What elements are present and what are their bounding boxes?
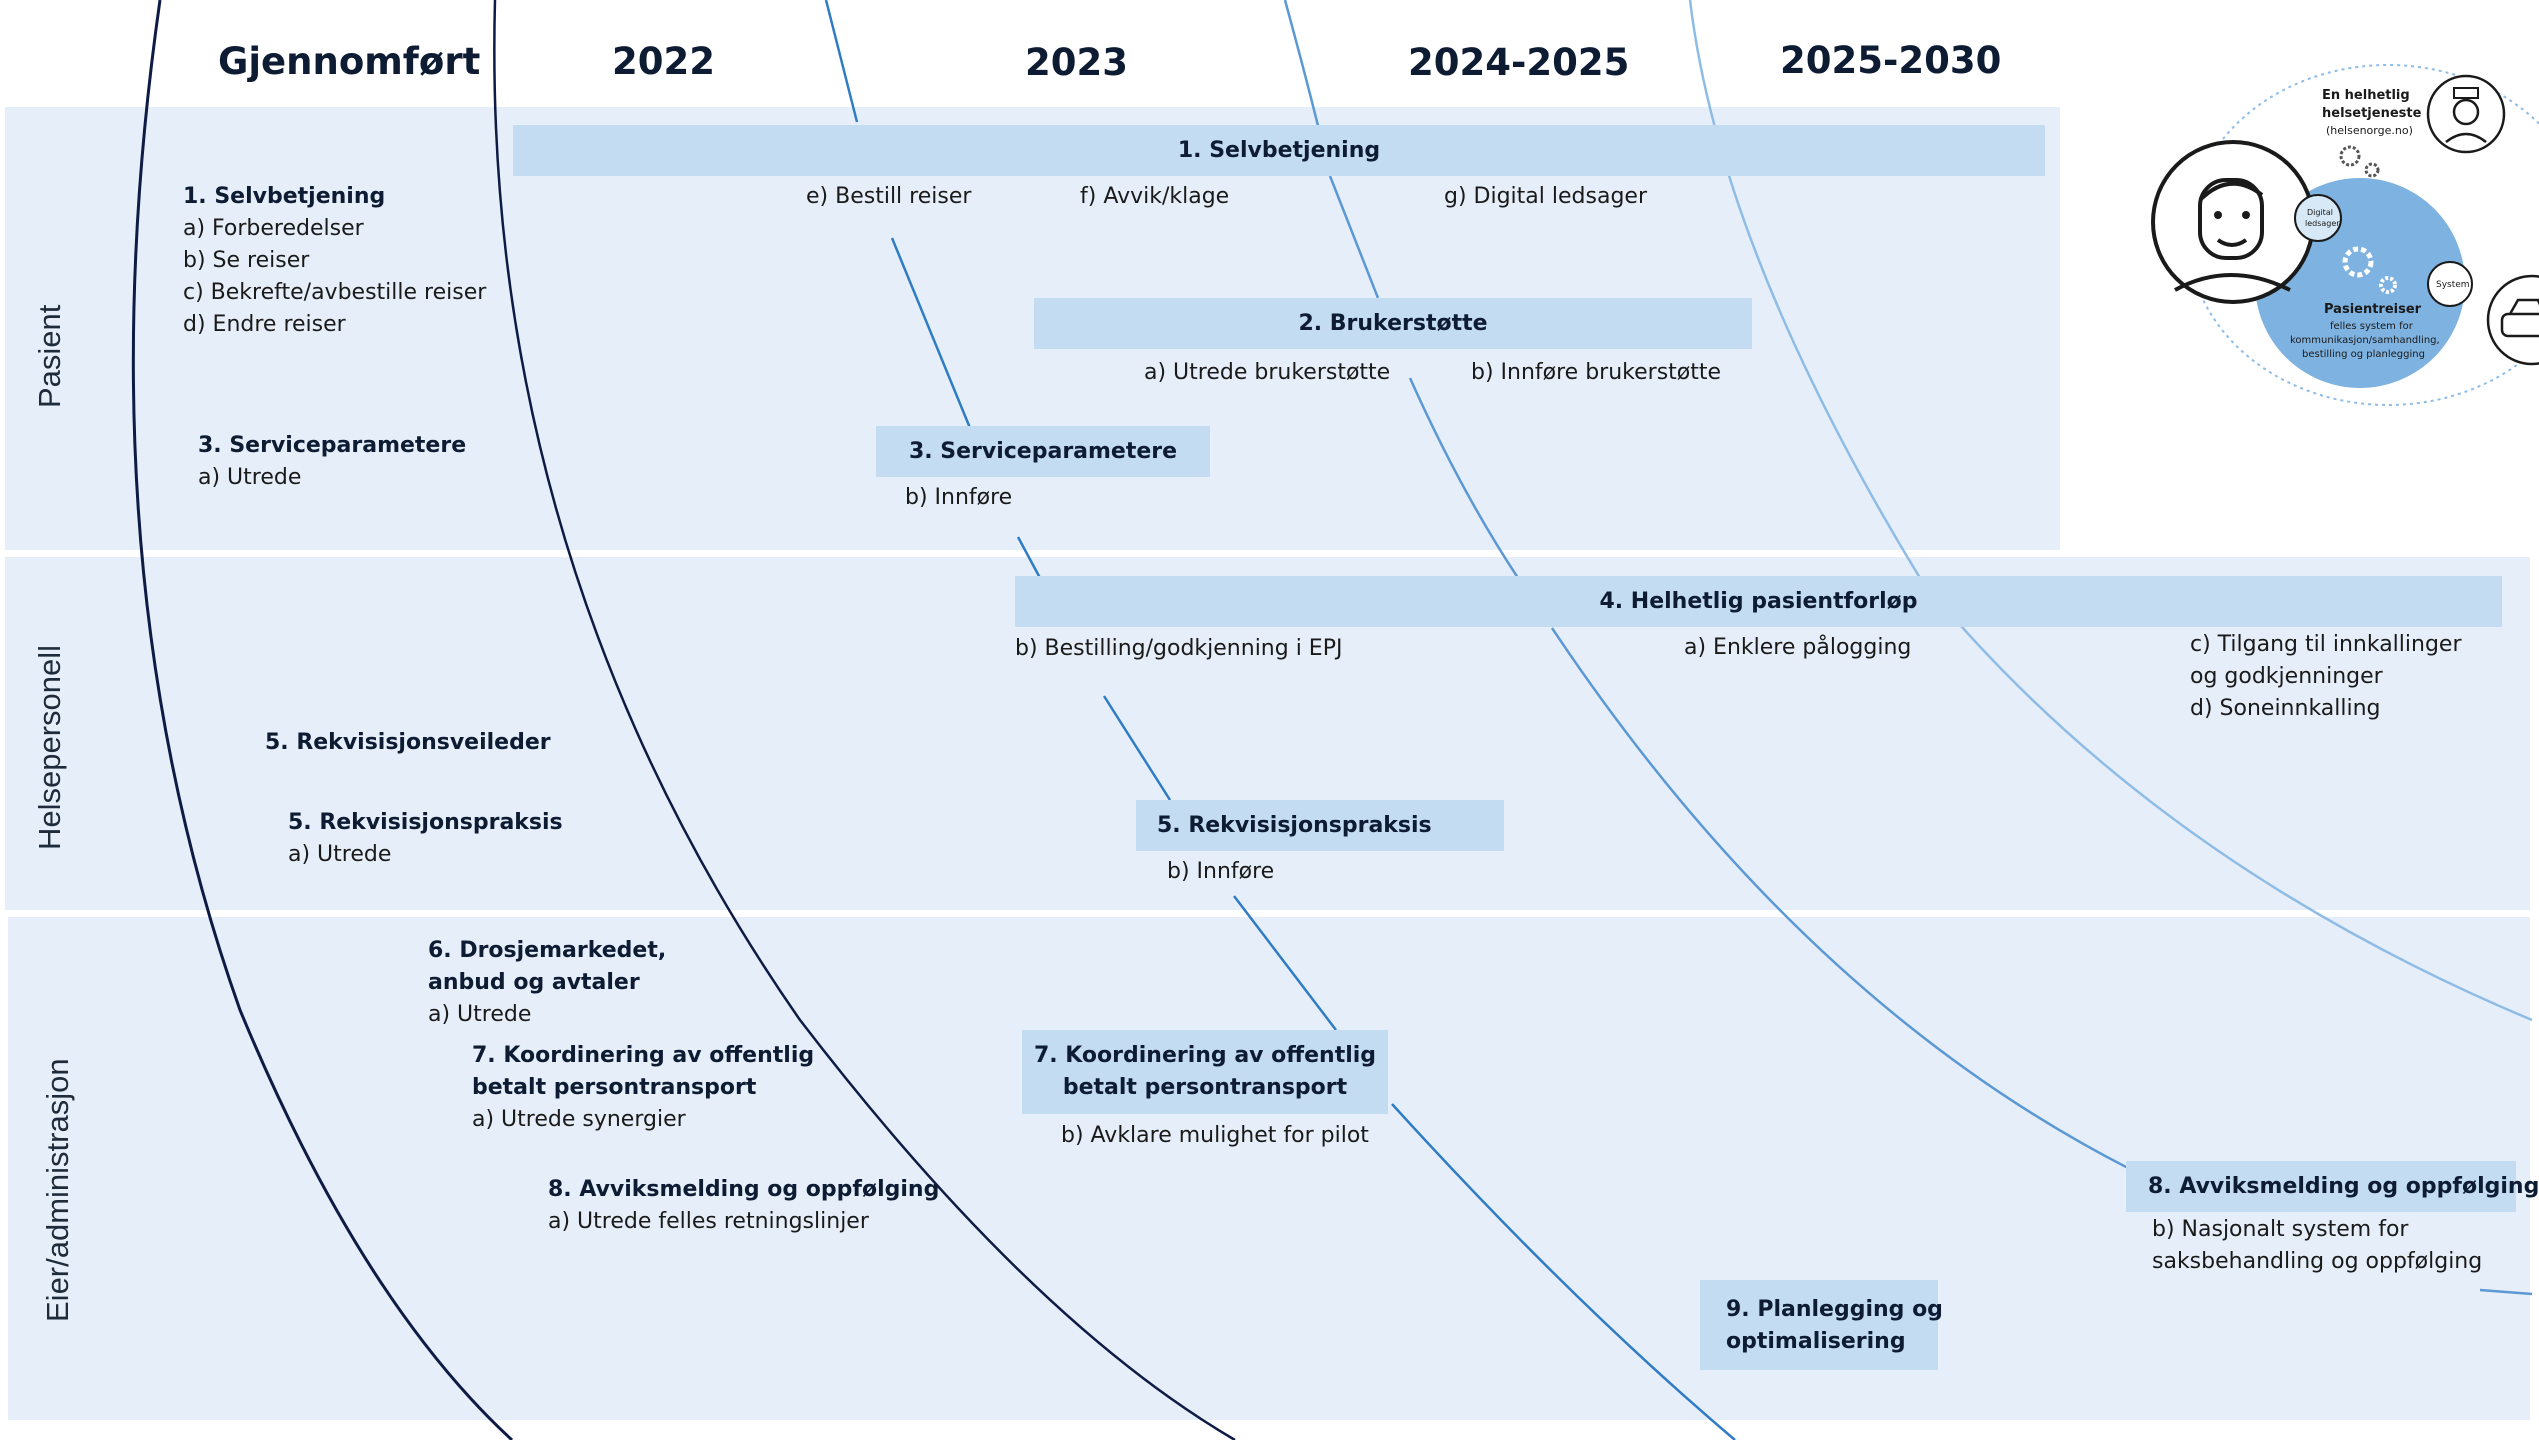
done-selvbetjening-title: 1. Selvbetjening: [183, 184, 386, 209]
done-selvbetjening-b: b) Se reiser: [183, 248, 310, 273]
item-avvik-klage: f) Avvik/klage: [1080, 184, 1230, 209]
bar-avviksmelding-label: 8. Avviksmelding og oppfølging: [2148, 1174, 2539, 1199]
bar-pasientforlop-label: 4. Helhetlig pasientforløp: [1599, 589, 1918, 614]
arc-2024-seg5: [2479, 1288, 2533, 1296]
arc-2023-seg5: [1233, 895, 1337, 1031]
lane-label-helsepersonell: Helsepersonell: [32, 644, 67, 850]
illus-system: System: [2436, 280, 2470, 290]
column-header-2023: 2023: [1025, 41, 1128, 84]
item-avklare-pilot: b) Avklare mulighet for pilot: [1061, 1123, 1369, 1148]
illus-desc-2: kommunikasjon/samhandling,: [2290, 335, 2440, 346]
system-illustration: En helhetlig helsetjeneste (helsenorge.n…: [2130, 30, 2539, 430]
item-utrede-brukerstotte: a) Utrede brukerstøtte: [1144, 360, 1391, 385]
done-koord-title-2: betalt persontransport: [472, 1075, 757, 1100]
illustration-graphic: [2151, 64, 2539, 406]
arc-2023-seg3: [1016, 536, 1042, 579]
column-header-2022: 2022: [612, 40, 715, 83]
done-service-a: a) Utrede: [198, 465, 302, 490]
lane-label-pasient: Pasient: [32, 304, 67, 408]
bar-koordinering-label-2: betalt persontransport: [1062, 1075, 1348, 1100]
item-innfore-brukerstotte: b) Innføre brukerstøtte: [1471, 360, 1722, 385]
item-digital-ledsager: g) Digital ledsager: [1444, 184, 1647, 209]
done-avvik-title: 8. Avviksmelding og oppfølging: [548, 1177, 940, 1202]
illus-desc-1: felles system for: [2330, 321, 2413, 332]
item-enklere-palogging: a) Enklere pålogging: [1684, 635, 1912, 660]
illus-digital-2: ledsager: [2305, 219, 2340, 228]
done-selvbetjening-c: c) Bekrefte/avbestille reiser: [183, 280, 487, 305]
column-header-done: Gjennomført: [218, 40, 481, 83]
done-selvbetjening-a: a) Forberedelser: [183, 216, 364, 241]
arc-2023-seg2: [890, 237, 972, 429]
item-bestilling-epj: b) Bestilling/godkjenning i EPJ: [1015, 636, 1343, 661]
done-rekv-praksis-a: a) Utrede: [288, 842, 392, 867]
bar-selvbetjening-label: 1. Selvbetjening: [1177, 138, 1381, 163]
bar-serviceparametere: [876, 426, 1210, 477]
illus-desc-3: bestilling og planlegging: [2302, 349, 2425, 360]
done-drosje-a: a) Utrede: [428, 1002, 532, 1027]
bar-serviceparametere-label: 3. Serviceparametere: [908, 439, 1178, 464]
arc-2023-seg6: [1391, 1103, 1736, 1440]
lane-label-eier: Eier/administrasjon: [40, 1058, 75, 1322]
car-icon: [2486, 274, 2539, 366]
bar-brukerstotte-label: 2. Brukerstøtte: [1298, 311, 1488, 336]
arc-2025: [1688, 0, 1922, 579]
column-header-2024-2025: 2024-2025: [1408, 41, 1630, 84]
illus-helsenorge: (helsenorge.no): [2326, 124, 2413, 137]
digital-ledsager-badge: [2294, 194, 2342, 242]
arc-2024-seg3: [1408, 377, 1520, 579]
person-icon: [2151, 140, 2315, 304]
bar-rekvisisjonspraksis: [1136, 800, 1504, 851]
illus-helhetlig-2: helsetjeneste: [2322, 106, 2422, 121]
bar-avviksmelding: [2126, 1161, 2516, 1212]
bar-pasientforlop: [1015, 576, 2502, 627]
bar-koordinering-label-1: 7. Koordinering av offentlig: [1033, 1043, 1377, 1068]
illus-helhetlig-1: En helhetlig: [2322, 88, 2410, 103]
item-tilgang-1: c) Tilgang til innkallinger: [2190, 632, 2462, 657]
gear-icon: [2339, 145, 2397, 294]
item-rekvisisjon-innfore: b) Innføre: [1167, 859, 1275, 884]
arc-2022: [493, 0, 1236, 1440]
illus-digital-1: Digital: [2307, 208, 2333, 217]
bar-planlegging: [1700, 1280, 1938, 1370]
done-koord-title-1: 7. Koordinering av offentlig: [472, 1043, 815, 1068]
bar-planlegging-label-2: optimalisering: [1726, 1329, 1906, 1354]
arc-2024-seg2: [1328, 175, 1380, 299]
item-tilgang-2: og godkjenninger: [2190, 664, 2383, 689]
arc-2023-seg1: [824, 0, 859, 123]
done-avvik-a: a) Utrede felles retningslinjer: [548, 1209, 869, 1234]
bar-selvbetjening: [513, 125, 2045, 176]
nurse-icon: [2426, 74, 2506, 154]
bar-koordinering: [1022, 1030, 1388, 1114]
item-service-innfore: b) Innføre: [905, 485, 1013, 510]
arc-2025-lower: [1919, 577, 2533, 1022]
done-rekv-veileder: 5. Rekvisisjonsveileder: [265, 730, 551, 755]
column-header-2025-2030: 2025-2030: [1780, 39, 2002, 82]
system-badge: [2427, 261, 2473, 307]
done-drosje-title-1: 6. Drosjemarkedet,: [428, 938, 667, 963]
bar-brukerstotte: [1034, 298, 1752, 349]
done-service-title: 3. Serviceparametere: [198, 433, 467, 458]
arc-gjennomfort: [131, 0, 514, 1440]
done-rekv-praksis-title: 5. Rekvisisjonspraksis: [288, 810, 563, 835]
done-koord-a: a) Utrede synergier: [472, 1107, 686, 1132]
item-nasjonalt-1: b) Nasjonalt system for: [2152, 1217, 2409, 1242]
done-selvbetjening-d: d) Endre reiser: [183, 312, 346, 337]
done-drosje-title-2: anbud og avtaler: [428, 970, 640, 995]
arc-2024-seg4: [1550, 627, 2129, 1170]
item-bestill-reiser: e) Bestill reiser: [806, 184, 972, 209]
arc-2023-seg4: [1102, 695, 1172, 801]
item-nasjonalt-2: saksbehandling og oppfølging: [2152, 1249, 2483, 1274]
lane-eier-bg: [8, 917, 2530, 1420]
bar-planlegging-label-1: 9. Planlegging og: [1726, 1297, 1943, 1322]
bar-rekvisisjonspraksis-label: 5. Rekvisisjonspraksis: [1157, 813, 1432, 838]
item-soneinnkalling: d) Soneinnkalling: [2190, 696, 2381, 721]
illus-pasientreiser: Pasientreiser: [2324, 302, 2422, 317]
